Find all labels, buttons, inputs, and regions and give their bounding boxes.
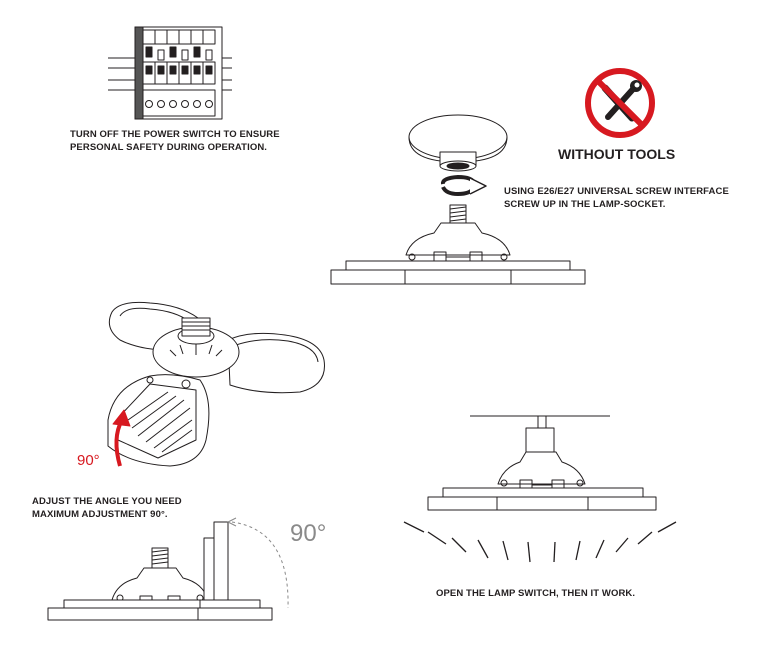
switch-on-line-1: OPEN THE LAMP SWITCH, THEN IT WORK. <box>436 588 636 599</box>
working-lamp-illustration <box>403 415 677 563</box>
screw-line-1: USING E26/E27 UNIVERSAL SCREW INTERFACE <box>504 186 729 197</box>
screw-line-2: SCREW UP IN THE LAMP-SOCKET. <box>504 198 666 210</box>
circuit-breaker-illustration <box>108 26 232 120</box>
power-off-line-2: PERSONAL SAFETY DURING OPERATION. <box>70 141 268 153</box>
screw-instruction: USING E26/E27 UNIVERSAL SCREW INTERFACE … <box>504 186 729 211</box>
angle-label-gray: 90° <box>290 520 327 547</box>
adjust-line-2: MAXIMUM ADJUSTMENT 90°. <box>32 508 168 520</box>
no-tools-icon <box>585 68 655 138</box>
power-off-instruction: TURN OFF THE POWER SWITCH TO ENSURE PERS… <box>70 129 280 154</box>
without-tools-title: WITHOUT TOOLS <box>558 146 676 162</box>
angle-label-red: 90° <box>77 452 100 469</box>
rotate-arrow-icon <box>112 409 131 467</box>
adjust-angle-instruction: ADJUST THE ANGLE YOU NEED MAXIMUM ADJUST… <box>32 496 182 521</box>
folding-lamp-illustration <box>107 301 325 467</box>
adjust-line-1: ADJUST THE ANGLE YOU NEED <box>32 496 182 507</box>
ceiling-socket-illustration <box>330 114 586 285</box>
switch-on-instruction: OPEN THE LAMP SWITCH, THEN IT WORK. <box>436 588 635 601</box>
adjustment-90-illustration <box>47 517 289 621</box>
power-off-line-1: TURN OFF THE POWER SWITCH TO ENSURE <box>70 129 280 140</box>
